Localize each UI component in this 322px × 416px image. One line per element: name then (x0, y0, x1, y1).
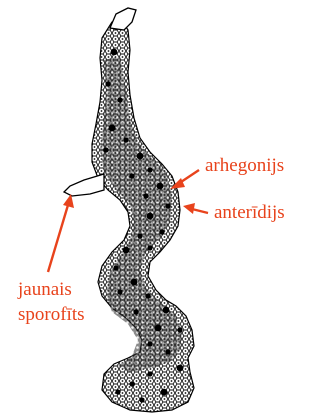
dark-cell (129, 173, 134, 178)
dark-cell (103, 147, 108, 152)
dark-cell (123, 247, 130, 254)
dark-cell (147, 341, 152, 346)
label-antheridium: anterīdijs (214, 202, 285, 224)
dark-cell (111, 49, 118, 56)
dark-cell (147, 371, 152, 376)
arrow-antheridium (183, 203, 208, 214)
dark-cell (117, 97, 122, 102)
dark-cell (105, 81, 110, 86)
apical-sporophyte-tip (110, 8, 136, 30)
label-young-sporophyte-line1: jaunais (18, 279, 72, 301)
dark-cell (161, 389, 168, 396)
dark-cell (137, 153, 144, 160)
label-young-sporophyte-line2: sporofīts (18, 304, 85, 326)
thallus-dense-tissue (100, 56, 182, 372)
dark-cell (131, 279, 138, 286)
dark-cell (143, 193, 148, 198)
dark-cell (165, 349, 170, 354)
dark-cell (165, 203, 170, 208)
dark-cell (137, 233, 142, 238)
gametophyte-thallus (92, 18, 194, 412)
dark-cell (177, 365, 184, 372)
arrow-archegonium (170, 170, 199, 189)
dark-cell (117, 289, 122, 294)
dark-cell (123, 137, 128, 142)
label-archegonium: arhegonijs (205, 155, 284, 177)
dark-cell (129, 381, 134, 386)
dark-cell (177, 327, 182, 332)
dark-cell (159, 229, 164, 234)
dark-cell (109, 125, 116, 132)
dark-cell (139, 397, 144, 402)
arrow-sporophyte (48, 194, 74, 272)
dark-cell (147, 213, 154, 220)
dark-cell (133, 309, 138, 314)
young-sporophyte (64, 174, 104, 196)
dark-cell (157, 183, 164, 190)
dark-cell (155, 325, 162, 332)
dark-cell (147, 167, 152, 172)
dark-cell (145, 293, 150, 298)
dark-cell (163, 307, 170, 314)
dark-cell (115, 389, 120, 394)
dark-cell (113, 265, 118, 270)
dark-cell (147, 245, 152, 250)
